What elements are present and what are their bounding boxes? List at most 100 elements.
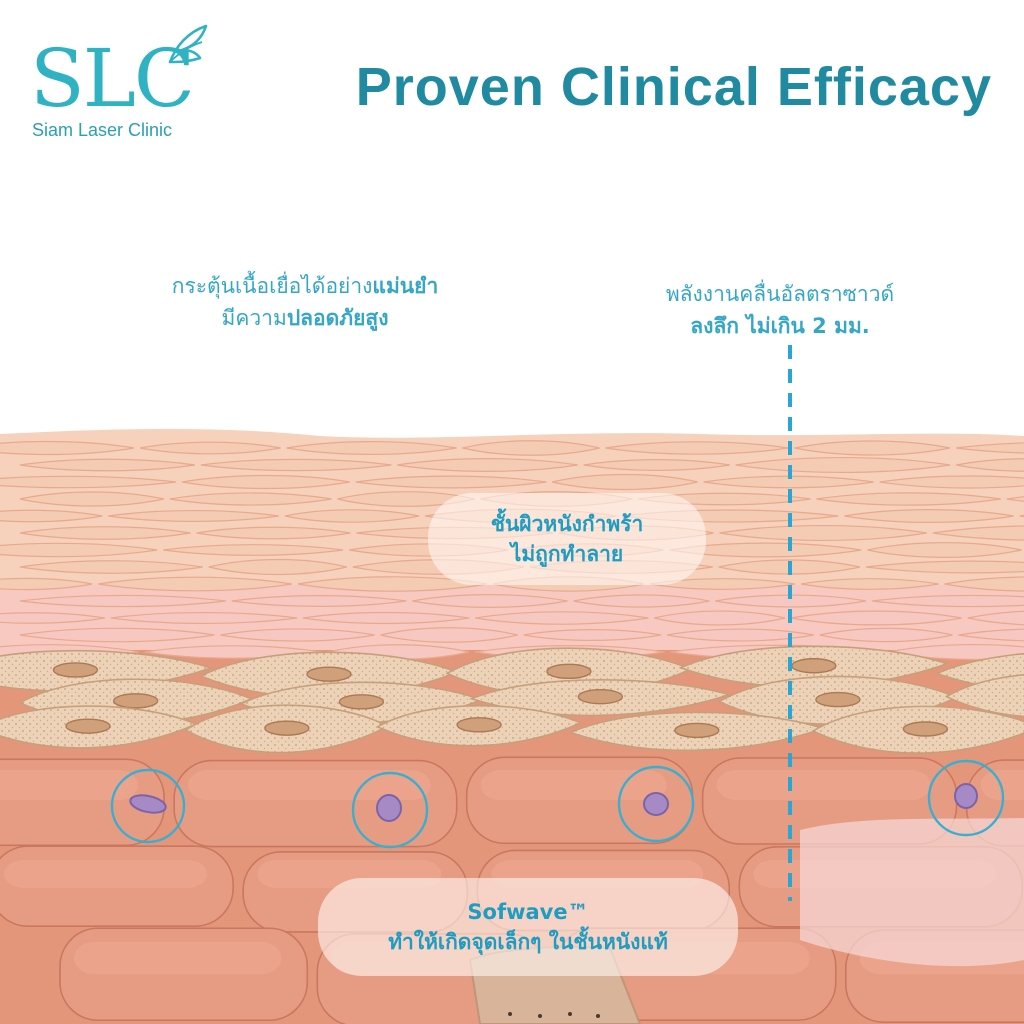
dermis-highlight <box>74 942 282 975</box>
butterfly-icon <box>168 24 208 64</box>
treated-cell <box>927 759 1005 837</box>
epidermis-cell <box>844 509 1014 523</box>
epidermis-cell <box>867 542 1022 558</box>
epidermis-cell <box>19 627 215 643</box>
epidermis-cell <box>169 492 332 506</box>
epidermis-cell <box>284 509 420 523</box>
fibroblast-nucleus <box>65 718 111 734</box>
epidermis-cell <box>1019 514 1024 518</box>
epidermis-cell <box>956 458 1024 472</box>
epidermis-cell <box>865 560 1024 574</box>
epidermis-cell <box>583 459 730 471</box>
logo-subtitle: Siam Laser Clinic <box>32 120 173 140</box>
epidermis-cell <box>19 526 191 540</box>
epidermis-cell <box>871 594 1024 608</box>
epidermis-cell <box>0 577 93 591</box>
epidermis-cell <box>302 611 470 625</box>
dermis-highlight <box>716 770 931 801</box>
dermis-highlight <box>4 860 208 888</box>
epidermis-cell <box>0 542 158 558</box>
page-title: Proven Clinical Efficacy <box>355 57 992 117</box>
caption-ultrasound-depth: พลังงานคลื่นอัลตราซาวด์ ลงลึก ไม่เกิน 2 … <box>600 278 960 342</box>
epidermis-cell <box>887 643 1024 661</box>
caption-right-line-2: ลงลึก ไม่เกิน 2 มม. <box>690 314 870 338</box>
epidermis-cell <box>958 628 1024 642</box>
fibroblast-layer <box>0 645 1024 754</box>
epidermis-cell <box>932 525 1024 541</box>
logo: SLC Siam Laser Clinic <box>30 22 220 147</box>
fibroblast-nucleus <box>674 722 720 739</box>
epidermis-cell <box>181 474 350 490</box>
fibroblast-texture <box>946 674 1024 717</box>
epidermis-cell <box>944 576 1024 592</box>
fibroblast-nucleus <box>112 693 159 709</box>
epidermis-cell <box>956 442 1024 454</box>
epidermis-cell <box>19 560 203 574</box>
epidermis-label: ชั้นผิวหนังกำพร้า ไม่ถูกทำลาย <box>428 493 706 585</box>
epidermis-cell <box>110 611 298 625</box>
epidermis-cell <box>140 441 281 455</box>
epidermis-cell <box>967 610 1024 626</box>
fibroblast-nucleus <box>577 688 624 705</box>
epidermis-cell <box>380 627 518 643</box>
epidermis-label-line-1: ชั้นผิวหนังกำพร้า <box>490 512 644 536</box>
caption-precision: กระตุ้นเนื้อเยื่อได้อย่างแม่นยำ มีความปล… <box>120 270 490 334</box>
epidermis-cell <box>552 473 698 491</box>
epidermis-cell <box>649 578 796 590</box>
epidermis-cell <box>654 610 786 626</box>
epidermis-cell <box>355 475 547 489</box>
epidermis-cell <box>801 578 939 590</box>
epidermis-cell <box>397 458 578 472</box>
fibroblast-nucleus <box>264 720 310 736</box>
fibroblast-nucleus <box>338 694 385 710</box>
epidermis-cell <box>819 627 953 643</box>
target-circle-icon <box>927 759 1005 837</box>
dashed-depth-line <box>788 345 792 901</box>
epidermis-cell <box>163 544 344 556</box>
epidermis-cell <box>0 509 103 523</box>
epidermis-cell <box>0 440 135 456</box>
fibroblast-nucleus <box>815 691 861 708</box>
follicle-dots <box>508 1012 600 1018</box>
fibroblast-nucleus <box>456 717 502 733</box>
caption-left-line-2: มีความปลอดภัยสูง <box>221 306 389 330</box>
fibroblast-nucleus <box>902 721 949 737</box>
fibroblast-nucleus <box>306 666 352 682</box>
epidermis-cell <box>794 440 951 456</box>
caption-left-line-1: กระตุ้นเนื้อเยื่อได้อย่างแม่นยำ <box>171 274 439 298</box>
epidermis-cell <box>715 594 867 608</box>
logo-text: SLC <box>30 32 195 125</box>
caption-right-line-1: พลังงานคลื่นอัลตราซาวด์ <box>665 282 895 306</box>
epidermis-cell <box>790 610 962 626</box>
epidermis-cell <box>196 526 351 540</box>
target-circle-icon <box>617 765 695 843</box>
epidermis-cell <box>200 458 392 472</box>
epidermis-label-line-2: ไม่ถูกทำลาย <box>510 542 624 566</box>
epidermis-cell <box>108 509 279 523</box>
treated-cell <box>351 771 429 849</box>
dermis-highlight <box>0 770 139 801</box>
sofwave-label-line-1: Sofwave™ <box>467 900 589 924</box>
epidermis-cell <box>220 628 375 642</box>
epidermis-cell <box>0 612 105 624</box>
epidermis-cell <box>666 628 814 642</box>
epidermis-cell <box>19 491 164 507</box>
sofwave-label-line-2: ทำให้เกิดจุดเล็กๆ ในชั้นหนังแท้ <box>388 930 668 954</box>
epidermis-cell <box>19 594 226 608</box>
epidermis-cell <box>523 628 662 642</box>
fibroblast-nucleus <box>52 662 99 678</box>
epidermis-cell <box>1006 496 1024 502</box>
dermis-highlight <box>980 770 1024 801</box>
target-circle-icon <box>351 771 429 849</box>
treated-cells <box>110 759 1005 849</box>
epidermis-cell <box>879 475 1024 489</box>
skin-cross-section <box>0 429 1024 1024</box>
epidermis-cells <box>0 440 1024 661</box>
treatment-glow <box>800 818 1024 967</box>
epidermis-cell <box>719 525 927 541</box>
epidermis-cell <box>573 594 710 608</box>
epidermis-cell <box>669 542 862 558</box>
epidermis-cell <box>412 594 568 608</box>
epidermis-cell <box>286 441 457 455</box>
